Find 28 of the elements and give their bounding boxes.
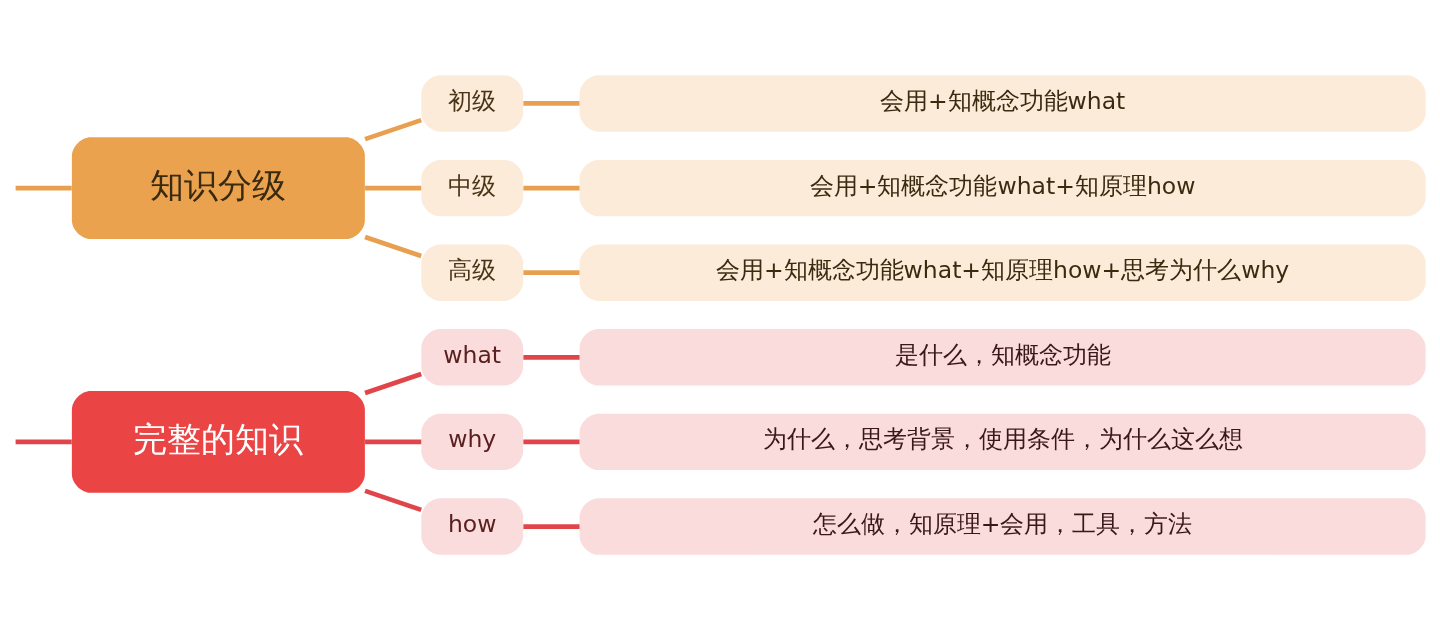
node-box: 怎么做，知原理+会用，工具，方法 <box>579 497 1426 555</box>
node-box: 会用+知概念功能what+知原理how <box>579 159 1426 216</box>
node-box: 完整的知识 <box>71 390 365 493</box>
node-box: 会用+知概念功能what <box>579 74 1426 132</box>
connector <box>523 439 580 444</box>
connector <box>15 185 72 190</box>
node-box: why <box>421 413 524 470</box>
connector <box>523 100 580 106</box>
connector <box>364 117 422 141</box>
connector <box>523 354 580 360</box>
connector <box>523 523 580 529</box>
node-box: 高级 <box>421 244 524 301</box>
node-box: what <box>421 328 524 385</box>
connector <box>364 371 422 395</box>
connector <box>523 185 580 190</box>
connector <box>365 439 422 444</box>
connector <box>364 488 422 512</box>
node-box: how <box>421 497 524 555</box>
connector <box>365 185 422 190</box>
node-box: 为什么，思考背景，使用条件，为什么这么想 <box>579 413 1426 470</box>
connector <box>15 439 72 444</box>
node-box: 知识分级 <box>71 136 365 239</box>
connector <box>364 234 422 258</box>
node-box: 会用+知概念功能what+知原理how+思考为什么why <box>579 244 1426 301</box>
node-box: 初级 <box>421 74 524 132</box>
node-box: 是什么，知概念功能 <box>579 328 1426 385</box>
node-box: 中级 <box>421 159 524 216</box>
connector <box>523 269 580 275</box>
